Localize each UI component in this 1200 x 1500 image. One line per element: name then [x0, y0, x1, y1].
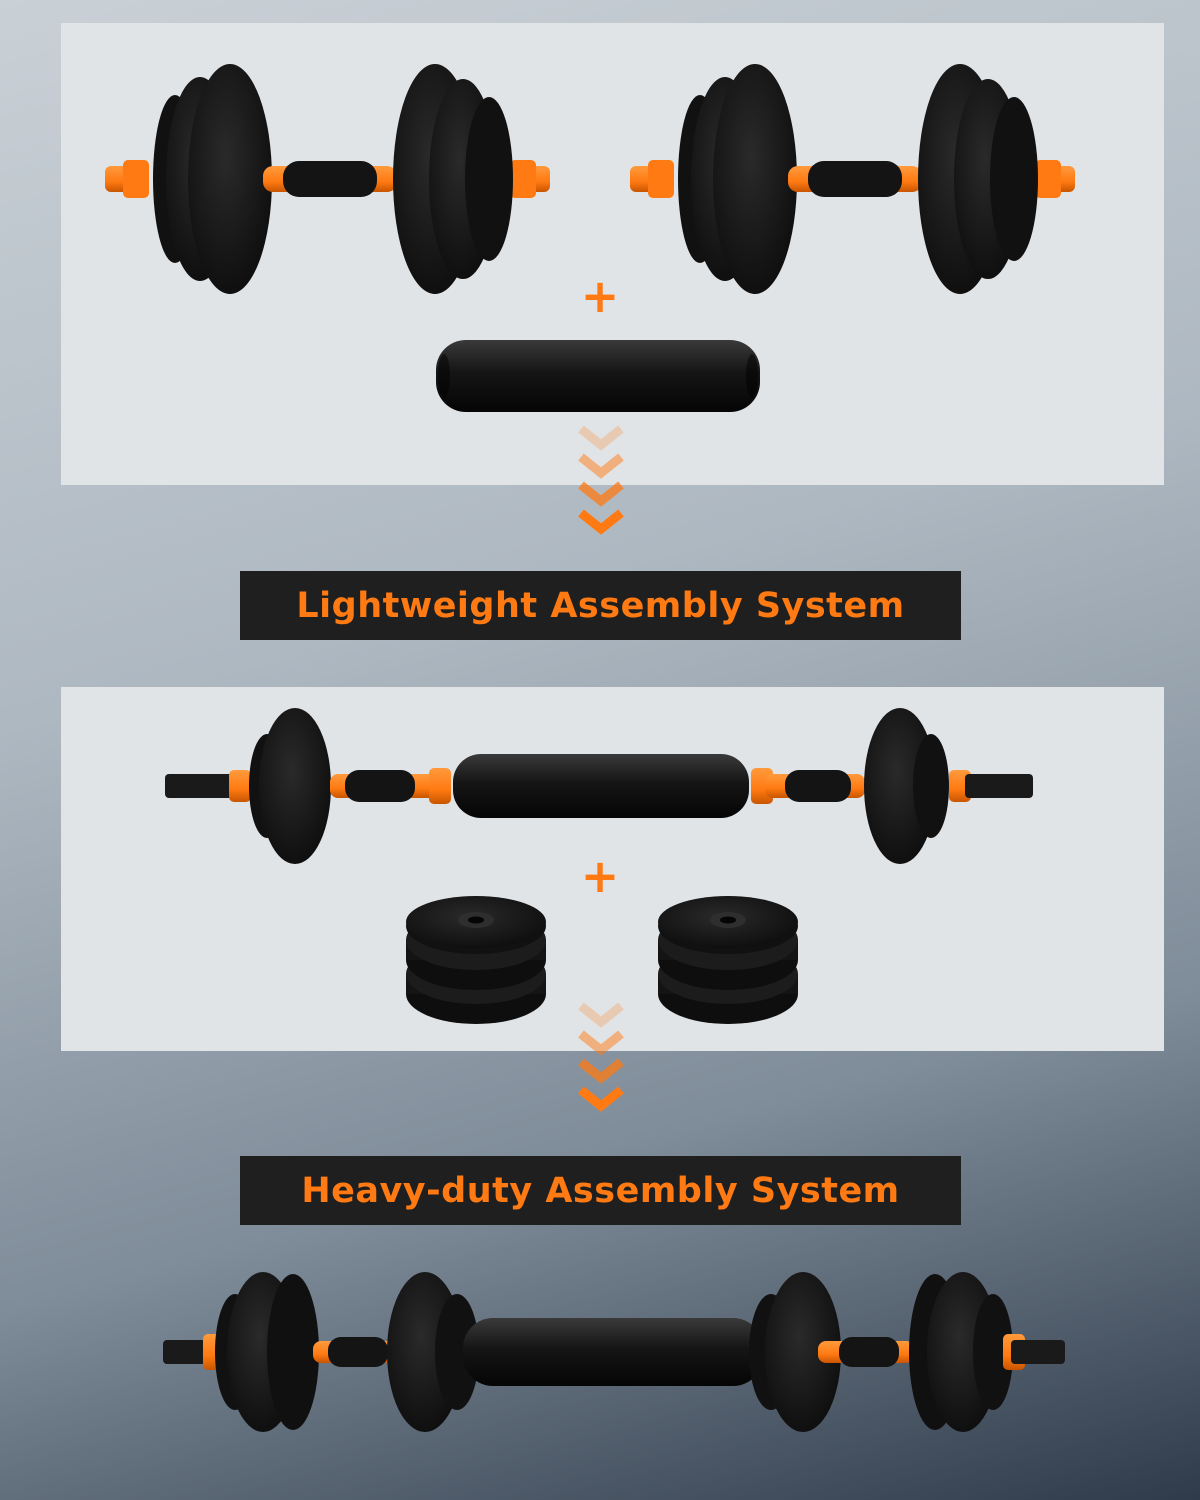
connecting-tube-icon	[436, 340, 760, 412]
plus-sign: +	[580, 849, 620, 903]
chevron-down-icon	[578, 1002, 624, 1112]
heavy-duty-assembly-banner: Heavy-duty Assembly System	[240, 1156, 961, 1225]
heavy-duty-components-panel	[61, 687, 1164, 1051]
chevron-down-icon	[578, 425, 624, 535]
weight-plate-stack-icon	[406, 896, 546, 1024]
barbell-icon	[163, 1272, 1065, 1432]
plus-sign: +	[580, 269, 620, 323]
dumbbell-icon	[630, 64, 1075, 294]
weight-plate-stack-icon	[658, 896, 798, 1024]
lightweight-assembly-banner: Lightweight Assembly System	[240, 571, 961, 640]
dumbbell-icon	[105, 64, 550, 294]
barbell-icon	[165, 708, 1033, 864]
